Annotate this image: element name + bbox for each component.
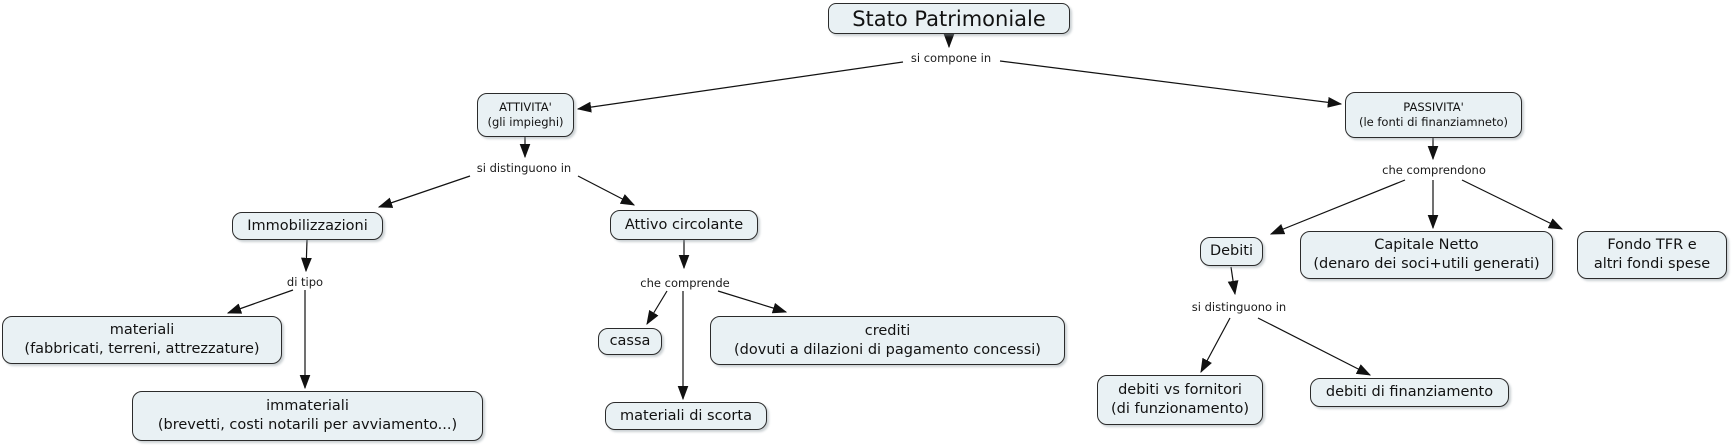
link-label-che-comprendono[interactable]: che comprendono	[1382, 163, 1486, 177]
node-immateriali-line2: (brevetti, costi notarili per avviamento…	[157, 417, 458, 433]
arrow-che-comprendono-to-debiti	[1269, 179, 1406, 235]
arrow-che-comprende-to-cassa	[646, 290, 668, 326]
arrow-si-distinguono-to-attivo-circolante	[577, 175, 636, 206]
node-passivita[interactable]: PASSIVITA' (le fonti di finanziamneto)	[1345, 92, 1522, 138]
node-fondo-tfr-line1: Fondo TFR e	[1607, 237, 1697, 253]
arrow-che-comprendono-to-fondo-tfr	[1461, 179, 1564, 230]
node-immobilizzazioni[interactable]: Immobilizzazioni	[232, 212, 383, 240]
arrow-si-distinguono-to-debiti-di-finanziamento	[1257, 317, 1372, 376]
node-attivita[interactable]: ATTIVITA' (gli impieghi)	[477, 93, 574, 137]
node-cassa-label: cassa	[609, 333, 651, 349]
node-debiti-di-finanziamento[interactable]: debiti di finanziamento	[1310, 378, 1509, 407]
arrow-si-compone-in-to-attivita	[576, 61, 904, 113]
node-stato-patrimoniale-label: Stato Patrimoniale	[852, 6, 1046, 31]
node-attivo-circolante-label: Attivo circolante	[624, 216, 744, 233]
arrow-di-tipo-to-materiali	[226, 289, 294, 314]
node-passivita-line1: PASSIVITA'	[1403, 100, 1464, 114]
node-materiali-di-scorta-label: materiali di scorta	[620, 407, 752, 424]
node-crediti-line2: (dovuti a dilazioni di pagamento concess…	[734, 341, 1041, 358]
node-capitale-netto[interactable]: Capitale Netto (denaro dei soci+utili ge…	[1300, 231, 1553, 279]
node-materiali-di-scorta[interactable]: materiali di scorta	[605, 402, 767, 430]
node-attivita-line1: ATTIVITA'	[499, 100, 552, 114]
node-attivo-circolante[interactable]: Attivo circolante	[610, 210, 758, 240]
node-materiali[interactable]: materiali (fabbricati, terreni, attrezza…	[2, 316, 282, 364]
node-cassa[interactable]: cassa	[598, 328, 662, 355]
node-passivita-line2: (le fonti di finanziamneto)	[1358, 115, 1509, 129]
arrow-si-distinguono-to-debiti-vs-fornitori	[1200, 317, 1231, 374]
link-label-si-distinguono-in-debiti[interactable]: si distinguono in	[1191, 300, 1287, 314]
node-stato-patrimoniale[interactable]: Stato Patrimoniale	[828, 3, 1070, 34]
node-attivita-line2: (gli impieghi)	[487, 115, 564, 129]
node-debiti-vs-fornitori-line1: debiti vs fornitori	[1118, 382, 1242, 398]
node-capitale-netto-line1: Capitale Netto	[1374, 237, 1479, 253]
node-capitale-netto-line2: (denaro dei soci+utili generati)	[1313, 256, 1540, 272]
node-materiali-line2: (fabbricati, terreni, attrezzature)	[24, 341, 260, 357]
node-materiali-line1: materiali	[109, 322, 175, 338]
link-label-di-tipo[interactable]: di tipo	[286, 275, 324, 289]
node-fondo-tfr[interactable]: Fondo TFR e altri fondi spese	[1577, 231, 1727, 279]
node-fondo-tfr-line2: altri fondi spese	[1593, 256, 1711, 272]
node-immateriali-line1: immateriali	[266, 398, 349, 414]
node-debiti-vs-fornitori-line2: (di funzionamento)	[1110, 401, 1250, 417]
node-immobilizzazioni-label: Immobilizzazioni	[247, 217, 368, 234]
node-debiti[interactable]: Debiti	[1200, 237, 1263, 266]
arrow-debiti-to-si-distinguono	[1227, 266, 1239, 296]
node-debiti-label: Debiti	[1209, 243, 1254, 259]
node-crediti-line1: crediti	[864, 322, 911, 339]
arrow-che-comprende-to-crediti	[717, 290, 788, 314]
link-label-si-distinguono-in-attivita[interactable]: si distinguono in	[476, 161, 572, 175]
link-label-che-comprende[interactable]: che comprende	[640, 276, 730, 290]
arrow-si-distinguono-to-immobilizzazioni	[377, 175, 471, 208]
link-label-si-compone-in[interactable]: si compone in	[910, 51, 992, 65]
arrow-si-compone-in-to-passivita	[999, 60, 1343, 108]
node-debiti-di-finanziamento-label: debiti di finanziamento	[1325, 384, 1494, 400]
node-crediti[interactable]: crediti (dovuti a dilazioni di pagamento…	[710, 316, 1065, 365]
node-debiti-vs-fornitori[interactable]: debiti vs fornitori (di funzionamento)	[1097, 375, 1263, 425]
node-immateriali[interactable]: immateriali (brevetti, costi notarili pe…	[132, 391, 483, 441]
arrow-immobilizzazioni-to-di-tipo	[301, 239, 312, 273]
